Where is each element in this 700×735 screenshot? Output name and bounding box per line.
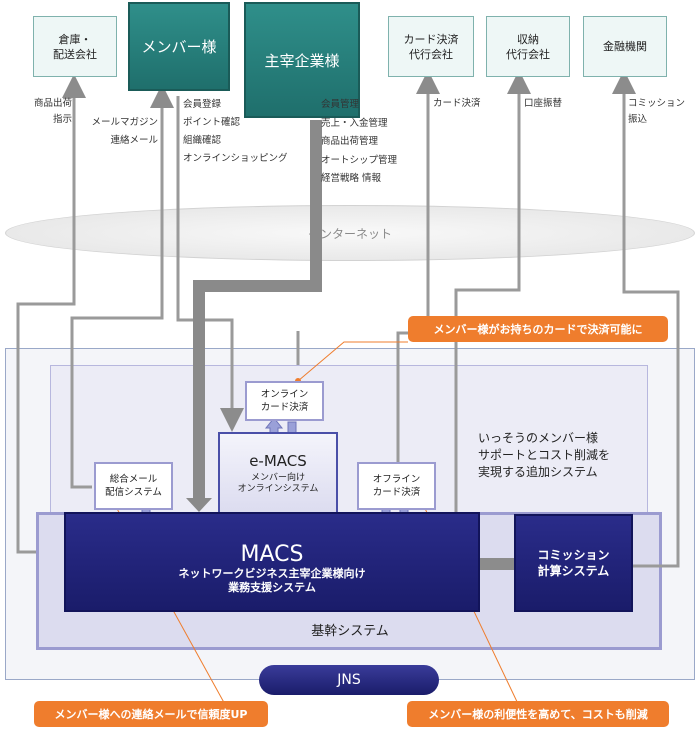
warehouse-flow-label: 商品出荷 指示 [33,98,72,125]
card-callout: メンバー様がお持ちのカードで決済可能に [408,316,668,342]
host-flow-label: 会員管理 売上・入金管理 商品出荷管理 オートシップ管理 経営戦略 情報 [321,99,398,184]
macs-box: MACS ネットワークビジネス主宰企業様向け 業務支援システム [64,512,480,612]
internet-cloud [5,205,695,261]
commission-box: コミッション 計算システム [514,514,633,612]
macs-subtitle-1: ネットワークビジネス主宰企業様向け [178,567,366,580]
collection-agent-box: 収納 代行会社 [486,16,570,77]
card-flow-label: カード決済 [433,98,481,109]
emacs-title: e-MACS [249,452,307,470]
members-box: メンバー様 [128,2,230,91]
members-flow-label: 会員登録 ポイント確認 組織確認 オンラインショッピング [183,99,288,164]
macs-title: MACS [240,542,304,567]
warehouse-box: 倉庫・ 配送会社 [33,16,117,77]
internet-label: インターネット [307,227,392,241]
offline-card-box: オフライン カード決済 [357,462,436,510]
jns-box: JNS [259,665,439,695]
online-card-box: オンライン カード決済 [245,381,324,421]
mail-callout: メンバー様への連絡メールで信頼度UP [34,701,268,727]
financial-institution-box: 金融機関 [583,16,667,77]
emacs-subtitle: メンバー向け オンラインシステム [237,473,319,494]
collection-flow-label: 口座振替 [524,98,563,109]
host-company-box: 主宰企業様 [244,2,360,118]
card-payment-agent-box: カード決済 代行会社 [388,16,474,77]
mail-flow-label: メールマガジン 連絡メール [91,117,158,146]
core-system-label: 基幹システム [311,624,389,639]
emacs-box: e-MACS メンバー向け オンラインシステム [218,432,338,514]
mail-system-box: 総合メール 配信システム [94,462,173,510]
financial-flow-label: コミッション 振込 [628,98,686,125]
macs-subtitle-2: 業務支援システム [228,581,316,594]
additional-system-text: いっそうのメンバー様 サポートとコスト削減を 実現する追加システム [478,431,611,479]
convenience-callout: メンバー様の利便性を高めて、コストも削減 [407,701,669,727]
